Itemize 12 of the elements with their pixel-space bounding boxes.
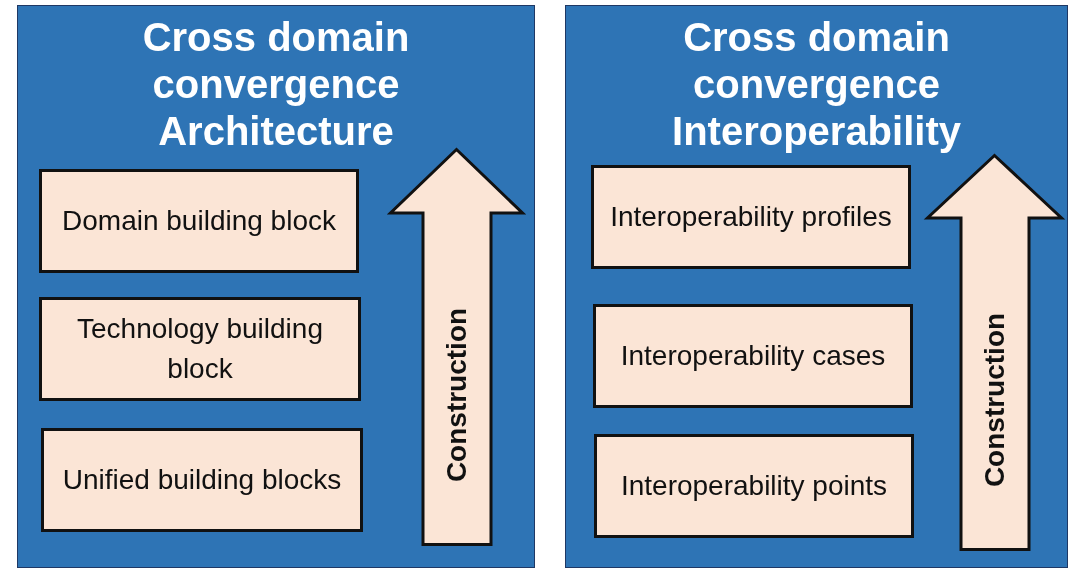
building-block-box: Domain building block xyxy=(39,169,359,273)
panel xyxy=(17,5,535,568)
building-block-box: Interoperability profiles xyxy=(591,165,911,269)
building-block-box: Interoperability cases xyxy=(593,304,913,408)
panel xyxy=(565,5,1068,568)
building-block-box: Unified building blocks xyxy=(41,428,363,532)
building-block-box: Interoperability points xyxy=(594,434,914,538)
panel-title: Cross domain convergence Architecture xyxy=(141,14,411,155)
panel-title: Cross domain convergence Interoperability xyxy=(671,14,962,155)
arrow-label: Construction xyxy=(978,313,1011,488)
arrow-label: Construction xyxy=(440,307,473,482)
building-block-box: Technology building block xyxy=(39,297,361,401)
